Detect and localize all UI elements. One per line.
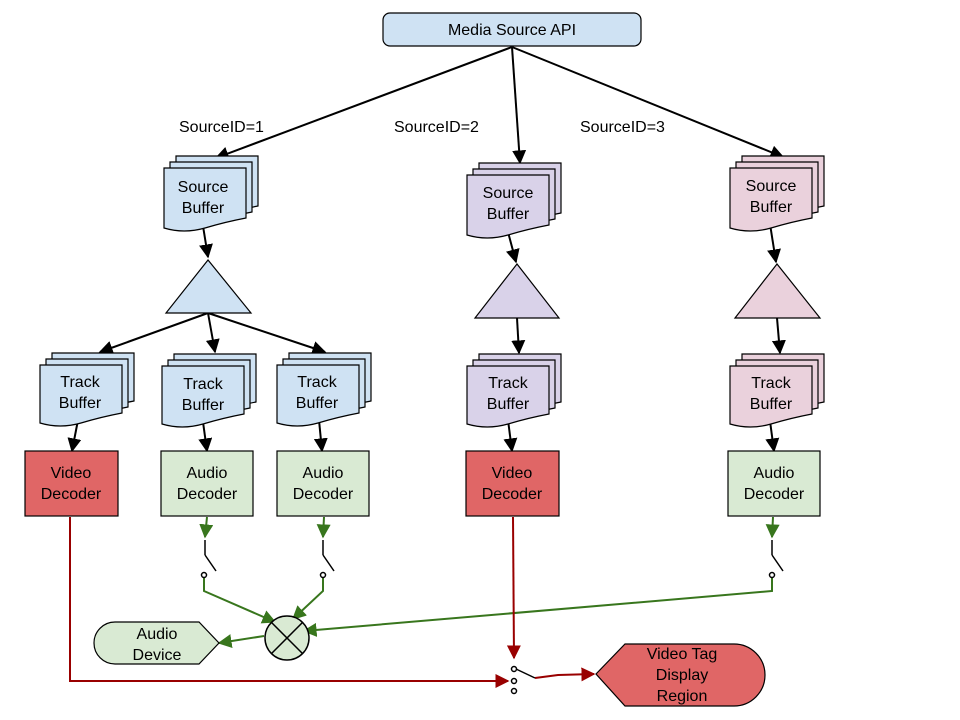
audio-decoder-1: Audio Decoder [160,450,254,517]
track-buffer-1: Track Buffer [39,352,135,427]
video-tag-display-region: Video Tag Display Region [595,643,766,707]
arrow-audio2-down [316,516,331,539]
audio-device: Audio Device [93,621,220,665]
audio-device-line1: Audio [137,626,178,643]
arrow-source1-to-demux [199,225,213,259]
track-buffer-2-line2: Buffer [182,397,225,414]
arrow-video2-to-switch [506,516,521,660]
arrow-switch1-to-mixer [203,578,277,624]
source-id-2-label: SourceID=2 [394,119,479,136]
video-tag-line3: Region [657,688,708,705]
audio-mixer [264,615,310,661]
demux-triangle-3 [733,263,822,319]
connectors [67,46,786,688]
track-buffer-4-line2: Buffer [487,396,530,413]
arrow-audio1-down [199,516,214,539]
arrow-track4-to-video2 [503,419,518,453]
arrow-api-to-source2 [511,46,527,165]
video-decoder-1: Video Decoder [24,450,119,517]
source-buffer-2-line1: Source [483,185,534,202]
track-buffer-5-line2: Buffer [750,396,793,413]
audio-switch-2 [319,540,335,579]
audio-switch-3 [768,540,784,579]
video-decoder-1-line1: Video [51,465,92,482]
arrow-api-to-source1 [214,46,513,161]
arrow-track3-to-audio2 [313,419,328,453]
audio-decoder-2: Audio Decoder [276,450,370,517]
source-buffer-1: Source Buffer [163,155,259,232]
arrow-audio3-down [765,516,780,539]
media-source-api-box [382,12,642,47]
track-buffer-3-line1: Track [297,374,337,391]
video-decoder-1-line2: Decoder [41,486,102,503]
audio-switch-1 [200,540,217,579]
arrow-track5-to-audio3 [765,420,780,453]
video-switch [510,665,536,695]
arrow-track2-to-audio1 [198,421,213,453]
audio-decoder-2-line2: Decoder [293,486,354,503]
source-buffer-3-line1: Source [746,178,797,195]
track-buffer-5-line1: Track [751,375,791,392]
track-buffer-1-line2: Buffer [59,395,102,412]
demux-triangle-2 [473,263,561,319]
source-buffer-3-line2: Buffer [750,199,793,216]
arrow-demux1-to-track1 [98,312,209,355]
track-buffer-3: Track Buffer [276,352,372,427]
media-source-api-label: Media Source API [448,22,576,39]
source-buffer-1-line1: Source [178,179,229,196]
audio-decoder-2-line1: Audio [303,465,344,482]
arrow-mixer-to-audio-device [217,634,265,648]
arrow-switch-to-video-tag [534,667,596,682]
track-buffer-5: Track Buffer [729,353,825,428]
track-buffer-2: Track Buffer [161,353,257,428]
source-buffer-2: Source Buffer [466,162,562,239]
arrow-switch2-to-mixer [291,578,324,620]
arrow-api-to-source3 [511,46,785,159]
source-buffer-3: Source Buffer [729,155,825,232]
arrow-video1-to-switch [69,517,510,688]
video-tag-line2: Display [656,667,708,684]
track-buffer-2-line1: Track [183,376,223,393]
audio-decoder-1-line1: Audio [187,465,228,482]
arrow-switch3-to-mixer [302,578,773,637]
audio-decoder-3-line2: Decoder [744,486,805,503]
audio-device-line2: Device [133,647,182,664]
video-tag-line1: Video Tag [647,646,718,663]
track-buffer-1-line1: Track [60,374,100,391]
video-decoder-2: Video Decoder [465,450,560,517]
demux-triangle-1 [164,259,253,314]
arrow-demux2-to-track4 [511,317,526,355]
track-buffer-4: Track Buffer [466,353,562,428]
track-buffer-3-line2: Buffer [296,395,339,412]
arrow-source2-to-demux [505,231,520,264]
track-buffer-4-line1: Track [488,375,528,392]
arrow-demux3-to-track5 [771,317,786,355]
audio-decoder-3-line1: Audio [754,465,795,482]
video-decoder-2-line1: Video [492,465,533,482]
source-id-1-label: SourceID=1 [179,119,264,136]
arrow-demux1-to-track3 [207,312,327,355]
audio-decoder-3: Audio Decoder [727,450,821,517]
arrow-source3-to-demux [767,223,781,264]
source-buffer-1-line2: Buffer [182,200,225,217]
arrow-track1-to-video1 [67,419,82,453]
arrow-demux1-to-track2 [205,312,220,354]
video-decoder-2-line2: Decoder [482,486,543,503]
source-id-3-label: SourceID=3 [580,119,665,136]
source-buffer-2-line2: Buffer [487,206,530,223]
audio-decoder-1-line2: Decoder [177,486,238,503]
